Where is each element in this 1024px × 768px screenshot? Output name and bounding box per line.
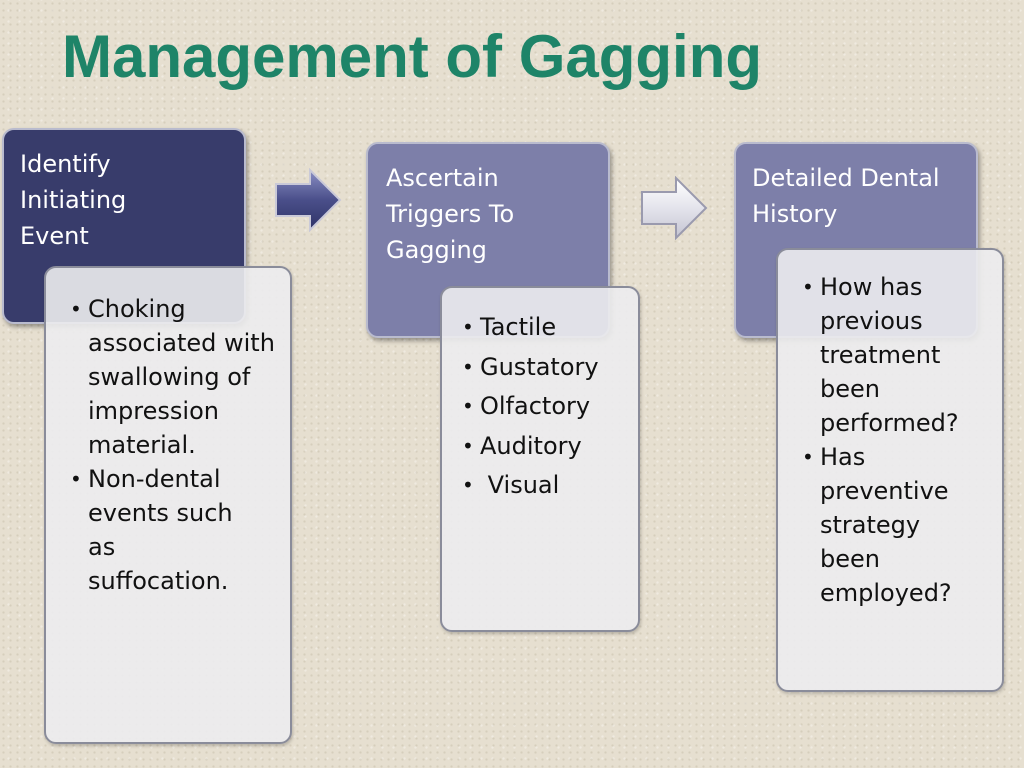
detail-item: Auditory bbox=[460, 427, 630, 467]
step-heading: Ascertain Triggers To Gagging bbox=[386, 164, 515, 264]
step-details-dental-history: How has previous treatment been performe… bbox=[776, 248, 1004, 692]
step-details-initiating-event: Choking associated with swallowing of im… bbox=[44, 266, 292, 744]
step-heading: Detailed Dental History bbox=[752, 164, 940, 228]
arrow-right-icon bbox=[275, 168, 342, 232]
step-heading: Identify Initiating Event bbox=[20, 150, 127, 250]
slide-title: Management of Gagging bbox=[62, 23, 763, 90]
detail-item: Non-dental events such as suffocation. bbox=[68, 462, 258, 598]
detail-item: How has previous treatment been performe… bbox=[800, 270, 980, 440]
arrow-right-icon bbox=[641, 176, 708, 240]
detail-item: Tactile bbox=[460, 308, 630, 348]
detail-item: Visual bbox=[460, 466, 630, 506]
detail-item: Olfactory bbox=[460, 387, 630, 427]
step-details-triggers: Tactile Gustatory Olfactory Auditory Vis… bbox=[440, 286, 640, 632]
detail-item: Choking associated with swallowing of im… bbox=[68, 292, 280, 462]
detail-item: Gustatory bbox=[460, 348, 630, 388]
detail-item: Has preventive strategy been employed? bbox=[800, 440, 970, 610]
